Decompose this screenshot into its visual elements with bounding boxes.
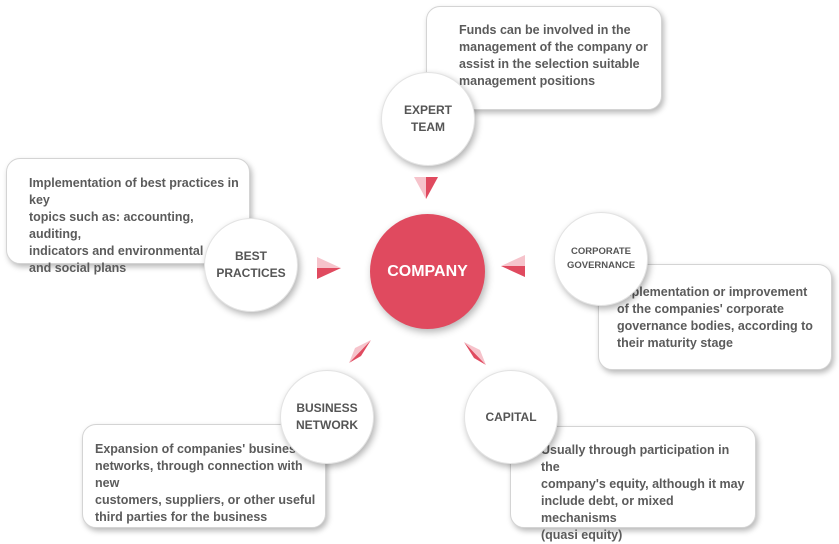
arrow-from-business-network [349, 340, 371, 363]
capital-node: CAPITAL [464, 370, 558, 464]
business-network-node: BUSINESS NETWORK [280, 370, 374, 464]
company-label: COMPANY [387, 262, 468, 280]
best-practices-node: BEST PRACTICES [204, 218, 298, 312]
expert-team-description: Funds can be involved in the management … [426, 6, 662, 110]
expert-team-node: EXPERT TEAM [381, 72, 475, 166]
business-network-description: Expansion of companies' business network… [82, 424, 326, 528]
arrow-from-expert-team [414, 177, 438, 199]
capital-description: Usually through participation in the com… [510, 426, 756, 542]
arrow-from-best-practices [317, 257, 341, 279]
arrow-from-corporate-governance [501, 255, 525, 277]
company-node: COMPANY [370, 214, 485, 329]
corporate-governance-node: CORPORATE GOVERNANCE [554, 212, 648, 306]
arrow-from-capital [464, 342, 486, 365]
